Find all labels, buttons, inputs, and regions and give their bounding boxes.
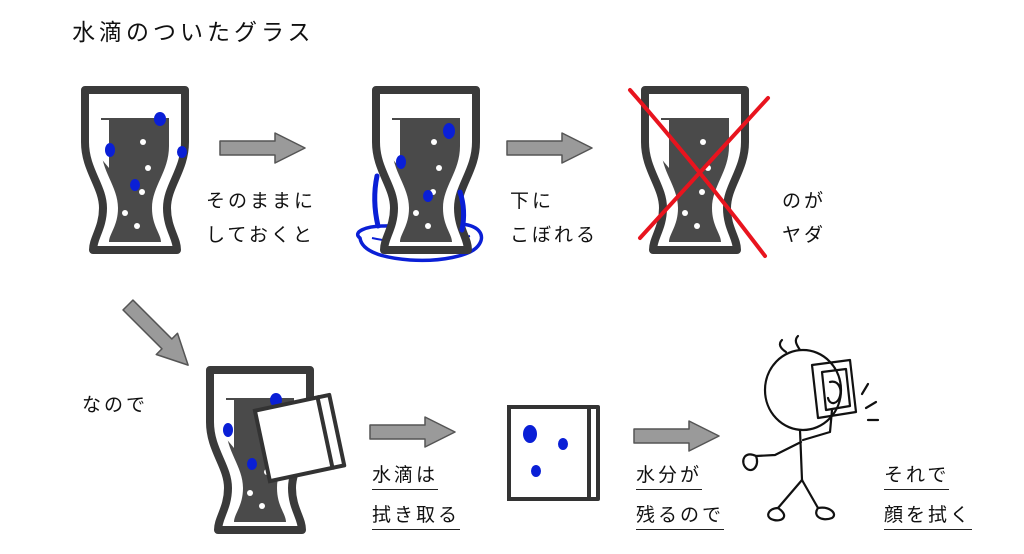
caption-dislike-line1: のが — [782, 190, 827, 212]
glass-being-wiped — [210, 370, 347, 530]
droplet — [523, 425, 537, 443]
stick-figure-icon — [742, 334, 880, 522]
caption-face-line1: それで — [884, 466, 950, 490]
caption-leave-line1: そのままに — [206, 190, 317, 212]
arrow-icon — [116, 293, 200, 377]
caption-drip-line1: 下に — [510, 190, 555, 212]
caption-moisture-line2: 残るので — [636, 506, 725, 530]
glass-icon — [85, 90, 185, 250]
caption-dislike-line2: ヤダ — [782, 224, 827, 246]
arrow-icon — [506, 132, 593, 164]
glass-with-droplets — [85, 90, 187, 250]
glass-crossed-out — [628, 90, 770, 258]
wet-cloth — [507, 405, 600, 501]
cloth-icon — [252, 392, 347, 484]
arrow-icon — [369, 416, 456, 448]
caption-wipe-line2: 拭き取る — [372, 506, 461, 530]
caption-moisture-line1: 水分が — [636, 466, 703, 490]
droplet — [130, 179, 140, 191]
droplet — [396, 155, 406, 169]
arrow-icon — [219, 132, 306, 164]
drip — [372, 173, 381, 229]
caption-leave-line2: しておくと — [206, 224, 315, 246]
droplet — [247, 458, 257, 470]
droplet — [423, 190, 433, 202]
page-title: 水滴のついたグラス — [72, 20, 315, 46]
caption-face-line2: 顔を拭く — [884, 506, 973, 530]
caption-wipe-line1: 水滴は — [372, 466, 439, 490]
cross-mark-icon — [638, 96, 770, 240]
droplet — [154, 112, 166, 126]
drip — [457, 189, 467, 233]
cloth-icon — [507, 405, 591, 501]
arrow-icon — [633, 420, 720, 452]
droplet — [558, 438, 568, 450]
caption-so: なので — [82, 394, 149, 416]
droplet — [223, 423, 233, 437]
droplet — [105, 143, 115, 157]
droplet — [177, 146, 187, 158]
caption-drip-line2: こぼれる — [510, 224, 599, 246]
glass-dripping — [356, 90, 484, 263]
droplet — [443, 123, 455, 139]
droplet — [270, 393, 282, 407]
droplet — [531, 465, 541, 477]
